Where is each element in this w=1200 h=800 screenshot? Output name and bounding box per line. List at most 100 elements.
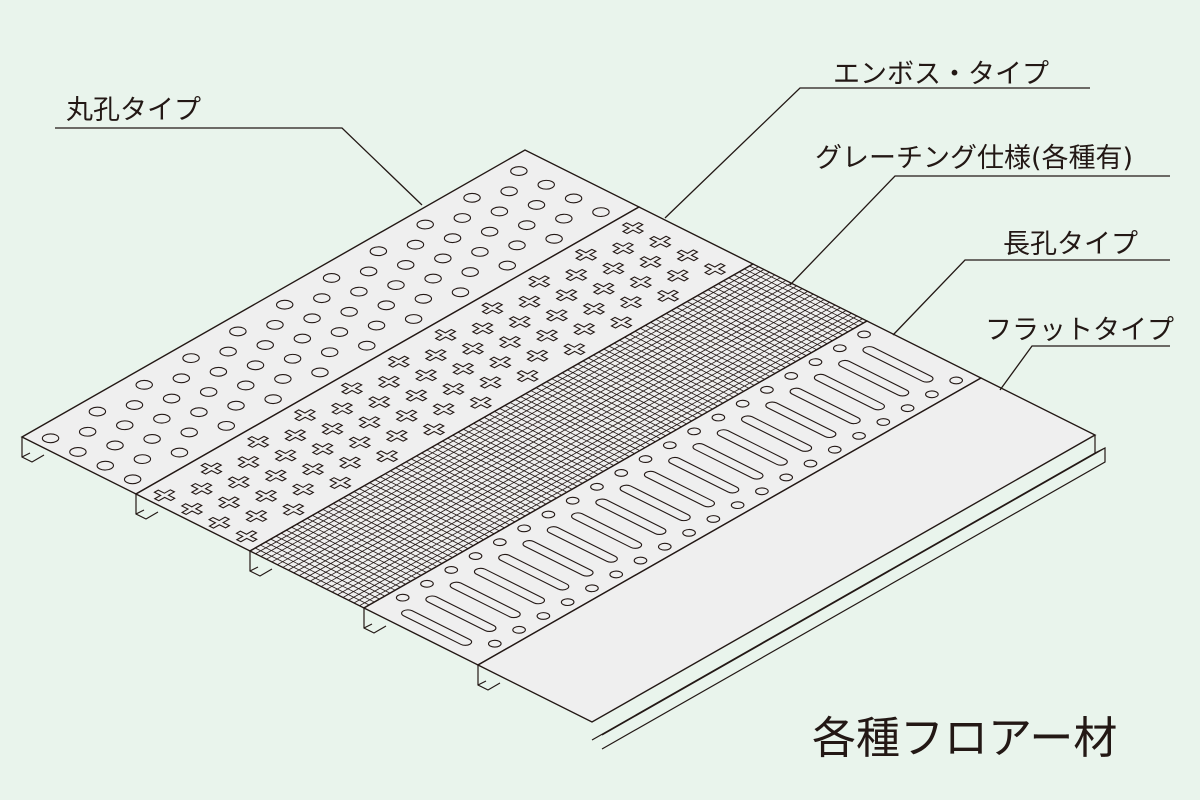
slot-end-hole [782,371,800,381]
long-slot [399,608,474,646]
grating-bar [332,305,835,592]
grating-bar [302,521,416,578]
grating-bar [718,284,832,341]
emboss-cross [625,274,657,291]
slot-end-hole [753,487,771,497]
grating-bar [307,518,421,575]
emboss-cross [381,427,413,444]
slot-end-hole [709,413,727,423]
grating-bar [359,489,473,546]
round-hole [347,285,370,297]
emboss-cross [699,261,731,278]
grating-bar [422,453,536,510]
grating-bar [578,364,692,421]
grating-bar [651,322,765,379]
round-hole [507,165,530,177]
grating-bar [640,328,754,385]
grating-bar [266,542,380,599]
slot-end-hole [656,542,674,552]
grating-bar [463,429,577,486]
grating-bar [261,269,764,556]
long-slot [739,415,814,453]
slot-end-hole [632,556,650,566]
round-hole [273,298,296,310]
emboss-cross [634,253,666,270]
label-grating-spec: グレーチング仕様(各種有) [815,143,1134,174]
grating-bar [697,296,811,353]
round-hole [187,406,210,418]
round-hole [141,433,164,445]
grating-bar [321,300,824,587]
emboss-cross [570,246,602,263]
slot-end-hole [831,343,849,353]
round-hole [254,339,277,351]
grating-bar [281,533,395,590]
grating-bar [500,408,614,465]
round-hole [412,293,435,305]
round-hole [94,459,117,471]
grating-bar [724,281,838,338]
emboss-cross [186,480,218,497]
round-hole [262,393,285,405]
round-hole [525,199,548,211]
grating-bar [614,343,728,400]
grating-bar [354,492,468,549]
slot-end-hole [442,565,460,575]
round-hole [449,286,472,298]
grating-bar [692,299,806,356]
grating-bar [708,290,822,347]
round-hole [121,473,144,485]
grating-bar [489,414,603,471]
emboss-cross [260,467,292,484]
long-slot [812,373,887,411]
grating-bar [260,545,374,602]
slot-end-hole [418,579,436,589]
emboss-cross [277,501,309,518]
emboss-cross [232,453,264,470]
emboss-cross [287,481,319,498]
grating-bar [661,316,775,373]
round-hole [178,426,201,438]
round-hole [338,306,361,318]
emboss-cross [672,247,704,264]
panel-pattern [250,264,867,608]
grating-bar [417,456,531,513]
grating-bar [333,503,447,560]
long-slot [472,567,547,605]
grating-bar [401,465,515,522]
round-hole [170,372,193,384]
grating-bar [588,358,702,415]
grating-bar [348,313,851,600]
leader-grating [789,175,1170,286]
round-hole [76,426,99,438]
emboss-cross [521,347,553,364]
grating-bar [552,379,666,436]
slot-end-hole [899,403,917,413]
grating-bar [299,289,802,576]
slot-end-hole [564,496,582,506]
emboss-cross [250,487,282,504]
emboss-cross [418,421,450,438]
round-hole [244,359,267,371]
round-hole [320,272,343,284]
emboss-cross [428,401,460,418]
emboss-cross [512,367,544,384]
panel-emboss [134,206,755,552]
round-hole [367,245,390,257]
leader-emboss [664,87,1090,219]
slot-end-hole [588,482,606,492]
grating-bar [682,305,796,362]
grating-bar [573,367,687,424]
grating-bar [469,426,583,483]
grating-bar [593,355,707,412]
grating-bar [531,391,645,448]
round-hole [318,346,341,358]
slot-end-hole [826,445,844,455]
grating-bar [666,313,780,370]
round-hole [441,232,464,244]
emboss-cross [475,374,507,391]
grating-bar [443,441,557,498]
emboss-cross [279,427,311,444]
